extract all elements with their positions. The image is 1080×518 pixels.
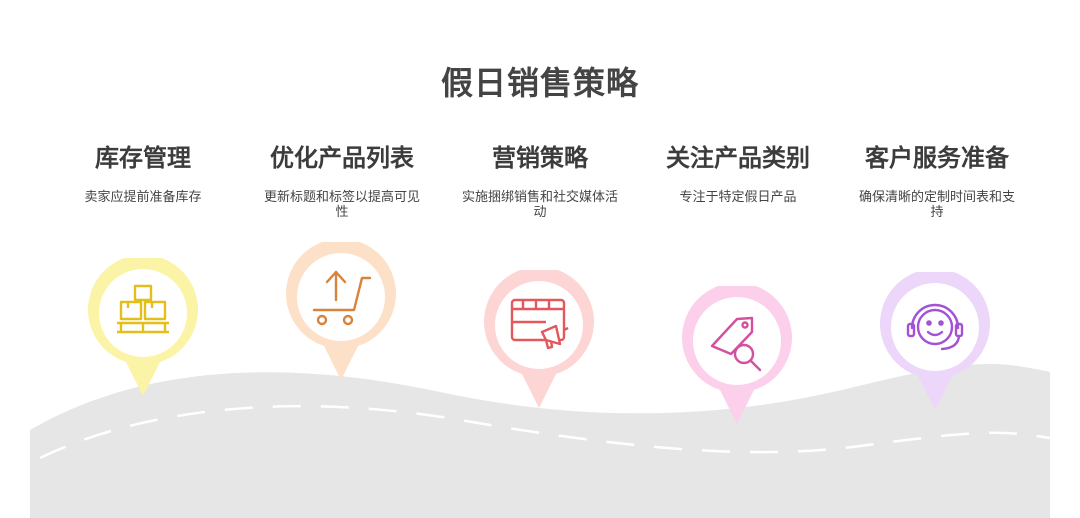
- map-pin-category: [682, 286, 792, 426]
- step-inventory: 库存管理 卖家应提前准备库存: [43, 142, 243, 205]
- boxes-pallet-icon: [117, 284, 169, 334]
- cart-upload-icon: [312, 270, 372, 326]
- step-heading: 客户服务准备: [865, 144, 1009, 172]
- page-title: 假日销售策略: [440, 64, 639, 102]
- step-description: 卖家应提前准备库存: [84, 190, 202, 205]
- step-heading: 优化产品列表: [270, 144, 414, 172]
- step-heading: 关注产品类别: [666, 144, 810, 172]
- step-category: 关注产品类别 专注于特定假日产品: [638, 142, 838, 205]
- step-heading: 营销策略: [492, 144, 588, 172]
- step-listing: 优化产品列表 更新标题和标签以提高可见性: [242, 142, 442, 220]
- support-headset-icon: [906, 303, 964, 351]
- road-center-dashes: [39, 404, 1051, 460]
- map-pin-marketing: [484, 270, 594, 410]
- road-surface: [30, 364, 1050, 518]
- step-description: 实施捆绑销售和社交媒体活动: [461, 190, 618, 220]
- map-pin-service: [880, 272, 990, 412]
- step-heading: 库存管理: [95, 144, 191, 172]
- step-service: 客户服务准备 确保清晰的定制时间表和支持: [837, 142, 1037, 220]
- step-description: 专注于特定假日产品: [679, 190, 797, 205]
- step-description: 更新标题和标签以提高可见性: [263, 190, 420, 220]
- calendar-megaphone-icon: [510, 298, 569, 350]
- map-pin-listing: [286, 242, 396, 382]
- step-marketing: 营销策略 实施捆绑销售和社交媒体活动: [440, 142, 640, 220]
- step-description: 确保清晰的定制时间表和支持: [858, 190, 1015, 220]
- map-pin-inventory: [88, 258, 198, 398]
- tag-search-icon: [710, 316, 762, 372]
